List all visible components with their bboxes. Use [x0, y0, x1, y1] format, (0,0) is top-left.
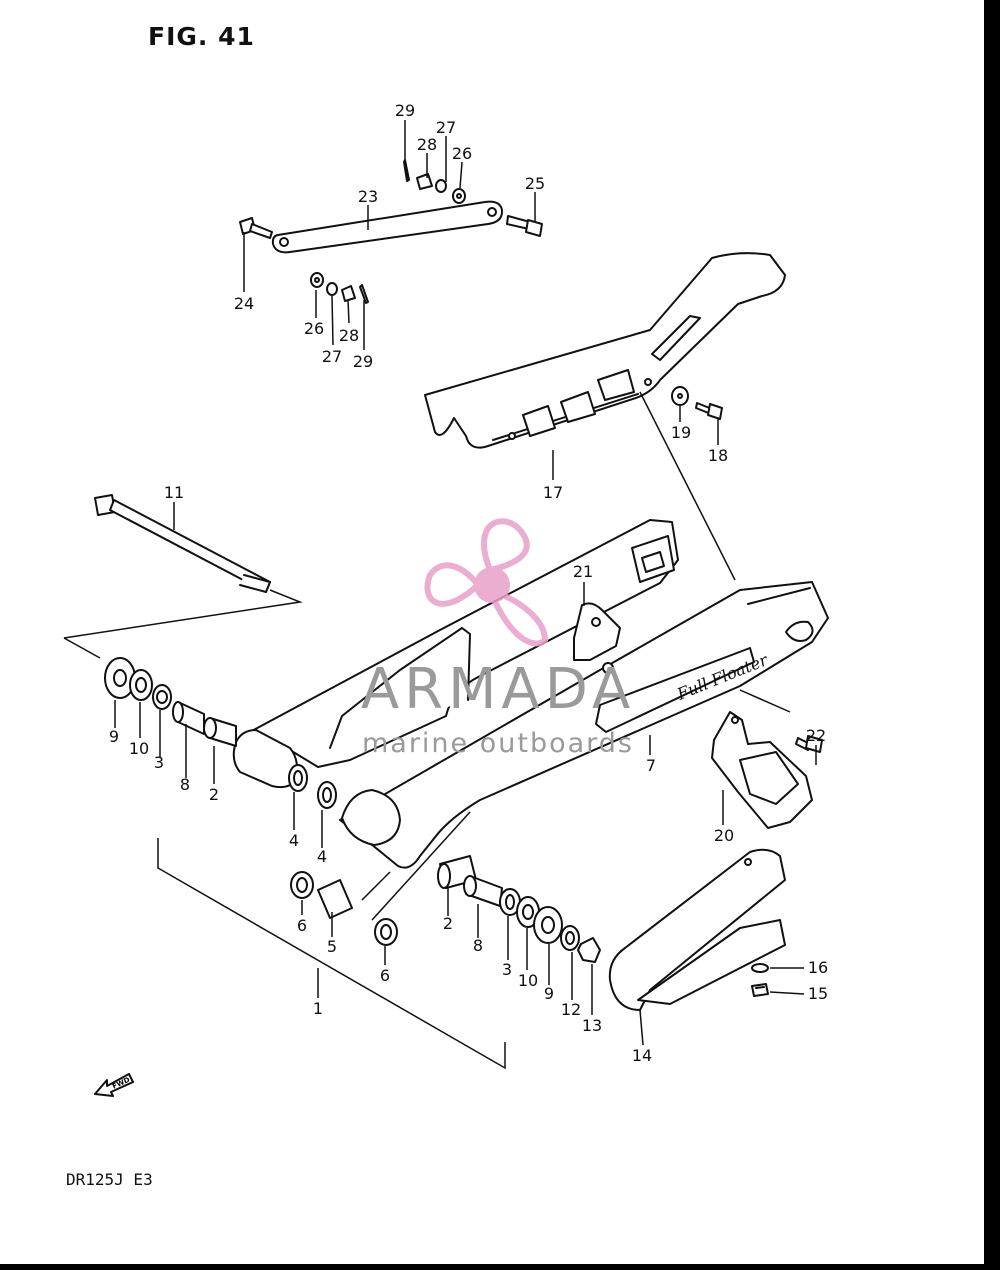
bolt-24	[239, 217, 273, 239]
cushion-lever-bracket-21	[573, 602, 621, 674]
callout-20: 20	[714, 826, 734, 845]
callout-2-right: 2	[443, 914, 453, 933]
callout-11: 11	[164, 483, 184, 502]
callout-17: 17	[543, 483, 563, 502]
callout-4-a: 4	[289, 831, 299, 850]
callout-21: 21	[573, 562, 593, 581]
fwd-arrow-icon	[94, 1073, 134, 1097]
callout-4-b: 4	[317, 847, 327, 866]
callout-1: 1	[313, 999, 323, 1018]
callout-10-left: 10	[129, 739, 149, 758]
callout-2-left: 2	[209, 785, 219, 804]
callout-28-upper: 28	[417, 135, 437, 154]
callout-22: 22	[806, 726, 826, 745]
callout-12: 12	[561, 1000, 581, 1019]
lower-nut-washer-pin-set	[310, 272, 369, 304]
chain-buffer-14	[608, 848, 786, 1011]
callout-19: 19	[671, 423, 691, 442]
screw-15	[751, 983, 769, 997]
pivot-shaft-11	[94, 494, 271, 593]
fwd-arrow: FWD	[93, 1066, 137, 1105]
callout-28-lower: 28	[339, 326, 359, 345]
callout-13: 13	[582, 1016, 602, 1035]
callout-6-b: 6	[380, 966, 390, 985]
bolt-22	[795, 735, 823, 753]
callout-7: 7	[646, 756, 656, 775]
callout-25: 25	[525, 174, 545, 193]
callout-15: 15	[808, 984, 828, 1003]
chain-case-17	[424, 252, 786, 449]
callout-26-lower: 26	[304, 319, 324, 338]
callout-27-upper: 27	[436, 118, 456, 137]
callout-10-right: 10	[518, 971, 538, 990]
callout-5: 5	[327, 937, 337, 956]
callout-26-upper: 26	[452, 144, 472, 163]
callout-24: 24	[234, 294, 254, 313]
washer-19	[671, 386, 689, 406]
scan-border-right	[984, 0, 1000, 1270]
leader-lines	[63, 120, 817, 1070]
torque-link-23	[271, 200, 504, 254]
watermark-logo	[424, 518, 549, 647]
callout-18: 18	[708, 446, 728, 465]
callout-3-right: 3	[502, 960, 512, 979]
callout-8-left: 8	[180, 775, 190, 794]
figure-title: FIG. 41	[148, 22, 255, 51]
callout-29-lower: 29	[353, 352, 373, 371]
right-bearing-stack	[437, 855, 601, 963]
callout-8-right: 8	[473, 936, 483, 955]
callout-29-upper: 29	[395, 101, 415, 120]
washer-16	[751, 963, 769, 973]
callout-9-left: 9	[109, 727, 119, 746]
callout-6-a: 6	[297, 916, 307, 935]
swing-arm-7	[232, 519, 829, 869]
callout-9-right: 9	[544, 984, 554, 1003]
callout-14: 14	[632, 1046, 652, 1065]
bolt-25	[506, 215, 543, 237]
watermark-name: ARMADA	[361, 657, 635, 722]
left-bearing-stack	[104, 657, 398, 946]
bolt-18	[695, 402, 723, 420]
watermark-tagline: marine outboards	[362, 728, 634, 759]
model-code: DR125J E3	[66, 1170, 153, 1189]
callout-23: 23	[358, 187, 378, 206]
callout-3-left: 3	[154, 753, 164, 772]
chain-guard-20	[711, 711, 813, 829]
upper-nut-washer-pin-set	[403, 159, 466, 204]
callout-16: 16	[808, 958, 828, 977]
scan-border-bottom	[0, 1264, 1000, 1270]
callout-27-lower: 27	[322, 347, 342, 366]
